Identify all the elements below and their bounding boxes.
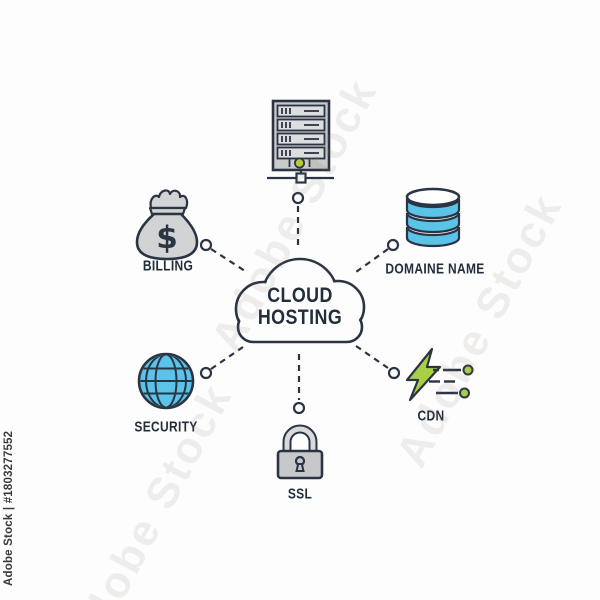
- keyhole: [294, 455, 306, 472]
- dollar-sign: $: [156, 220, 178, 256]
- billing-label: BILLING: [142, 257, 194, 275]
- ssl-label: SSL: [287, 485, 313, 503]
- cloud-hosting-title: CLOUD HOSTING: [258, 285, 342, 329]
- connector-lines: [210, 206, 389, 400]
- server-icon: [267, 99, 334, 184]
- server-led: [293, 157, 305, 169]
- globe-icon: [137, 352, 195, 410]
- database-icon: [405, 187, 461, 248]
- connector-rings: [199, 191, 401, 415]
- cloud-title-line1: CLOUD: [267, 284, 333, 307]
- watermark-stock-id: Adobe Stock | #1803277552: [3, 430, 15, 586]
- domain-name-label: DOMAINE NAME: [385, 260, 485, 278]
- cloud-shape: [234, 257, 366, 344]
- money-bag-icon: $: [135, 189, 199, 261]
- speed-lines: [429, 368, 461, 395]
- lightning-icon: [405, 347, 474, 402]
- security-label: SECURITY: [134, 418, 198, 436]
- padlock-icon: [276, 424, 324, 480]
- cdn-label: CDN: [417, 407, 445, 425]
- cloud-title-line2: HOSTING: [257, 306, 343, 329]
